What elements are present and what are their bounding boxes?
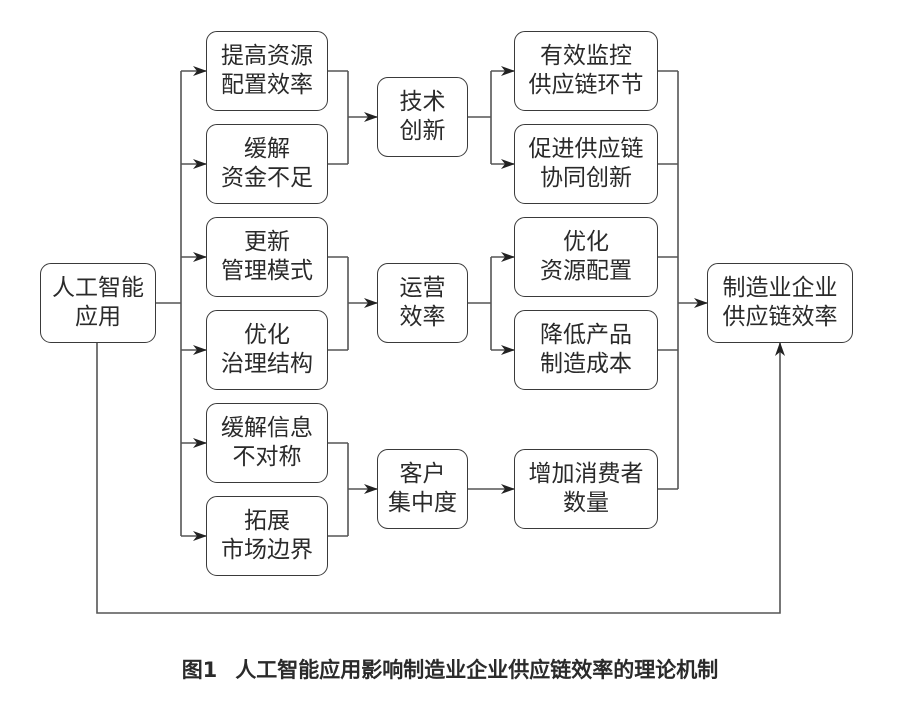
node-supply-chain-efficiency: 制造业企业 供应链效率 [707,263,853,343]
node-line: 缓解 [244,136,290,162]
node-line: 管理模式 [221,258,313,284]
node-line: 创新 [399,118,446,144]
node-monitor-supply-chain: 有效监控 供应链环节 [514,31,658,111]
node-line: 治理结构 [221,351,313,377]
node-line: 降低产品 [540,322,632,348]
node-line: 促进供应链 [528,136,644,162]
node-line: 协同创新 [540,165,632,191]
node-line: 更新 [244,229,290,255]
node-collaborative-innovation: 促进供应链 协同创新 [514,124,658,204]
node-ai-application: 人工智能 应用 [40,263,156,343]
node-line: 不对称 [232,444,302,470]
node-optimize-resource-allocation: 优化 资源配置 [514,217,658,297]
node-line: 资金不足 [221,165,313,191]
node-line: 拓展 [244,508,290,534]
node-line: 效率 [399,304,446,330]
node-optimize-governance: 优化 治理结构 [206,310,328,390]
node-line: 人工智能 [52,275,144,301]
node-reduce-manufacturing-cost: 降低产品 制造成本 [514,310,658,390]
node-line: 资源配置 [540,258,632,284]
node-line: 制造业企业 [722,275,838,301]
node-improve-resource-allocation: 提高资源 配置效率 [206,31,328,111]
node-line: 提高资源 [221,43,313,69]
node-ease-information-asymmetry: 缓解信息 不对称 [206,403,328,483]
node-technological-innovation: 技术 创新 [377,77,468,157]
node-line: 配置效率 [221,72,313,98]
node-update-management-mode: 更新 管理模式 [206,217,328,297]
node-line: 数量 [563,490,609,516]
figure-number: 图1 [181,658,218,682]
node-line: 制造成本 [540,351,632,377]
node-line: 增加消费者 [528,461,644,487]
node-line: 市场边界 [221,537,313,563]
node-line: 优化 [563,229,609,255]
node-customer-concentration: 客户 集中度 [377,449,468,529]
figure-title: 人工智能应用影响制造业企业供应链效率的理论机制 [235,658,719,682]
node-line: 有效监控 [540,43,632,69]
arrow-edge-direct-effect [96,342,785,614]
node-line: 应用 [75,304,121,330]
node-line: 缓解信息 [221,415,313,441]
node-operational-efficiency: 运营 效率 [377,263,468,343]
node-ease-funding-shortage: 缓解 资金不足 [206,124,328,204]
node-line: 客户 [399,461,446,487]
node-line: 运营 [399,275,446,301]
node-line: 供应链效率 [722,304,838,330]
node-increase-consumers: 增加消费者 数量 [514,449,658,529]
node-line: 供应链环节 [528,72,644,98]
node-line: 优化 [244,322,290,348]
node-line: 技术 [399,89,446,115]
node-line: 集中度 [388,490,457,516]
node-expand-market-boundary: 拓展 市场边界 [206,496,328,576]
figure-caption: 图1 人工智能应用影响制造业企业供应链效率的理论机制 [0,654,900,684]
